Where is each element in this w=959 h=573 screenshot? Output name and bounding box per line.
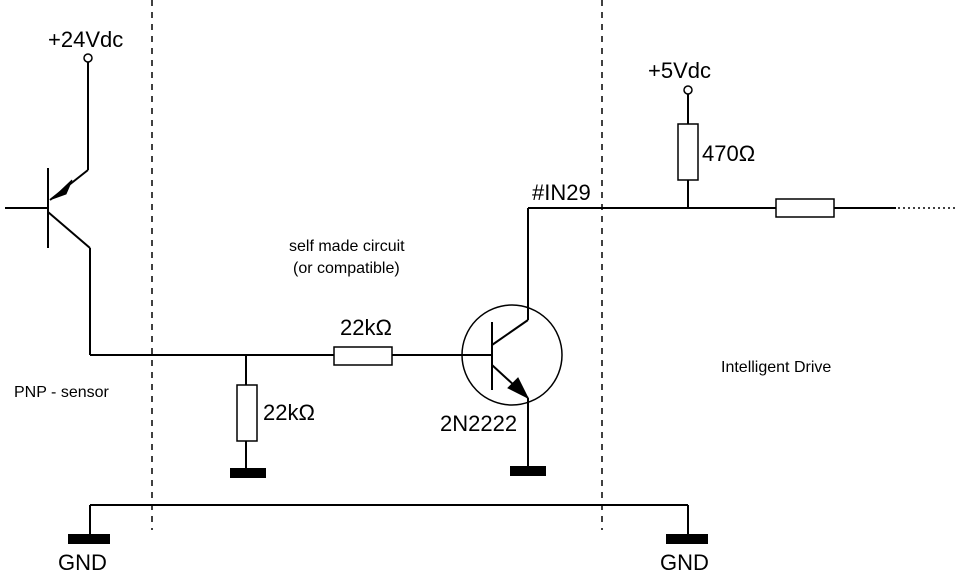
gnd-right-bar	[666, 534, 708, 544]
npn-transistor-symbol	[461, 208, 563, 476]
base-resistor	[333, 346, 393, 366]
label-circuit-title-1: self made circuit	[289, 238, 405, 255]
label-transistor: 2N2222	[440, 411, 517, 436]
supply-24v-terminal	[83, 53, 93, 63]
pnp-sensor-symbol	[5, 53, 93, 355]
npn-emitter-arrow	[507, 377, 530, 400]
gnd-left-bar	[68, 534, 110, 544]
emitter-ground-bar	[510, 466, 546, 476]
label-signal: #IN29	[532, 180, 591, 205]
label-gnd-right: GND	[660, 550, 709, 573]
label-pullup-resistor: 470Ω	[702, 141, 755, 166]
label-base-resistor: 22kΩ	[340, 315, 392, 340]
pulldown-ground-bar	[230, 468, 266, 478]
label-drive: Intelligent Drive	[721, 359, 831, 376]
label-sensor: PNP - sensor	[14, 384, 110, 401]
pnp-emitter-arrow	[51, 179, 73, 200]
drive-input-resistor	[775, 198, 835, 218]
label-circuit-title-2: (or compatible)	[293, 260, 400, 277]
pulldown-resistor	[236, 384, 258, 442]
label-pulldown-resistor: 22kΩ	[263, 400, 315, 425]
pullup-resistor	[677, 123, 699, 181]
label-supply-5v: +5Vdc	[648, 58, 711, 83]
supply-5v-terminal	[683, 85, 693, 95]
label-gnd-left: GND	[58, 550, 107, 573]
label-supply-24v: +24Vdc	[48, 27, 123, 52]
